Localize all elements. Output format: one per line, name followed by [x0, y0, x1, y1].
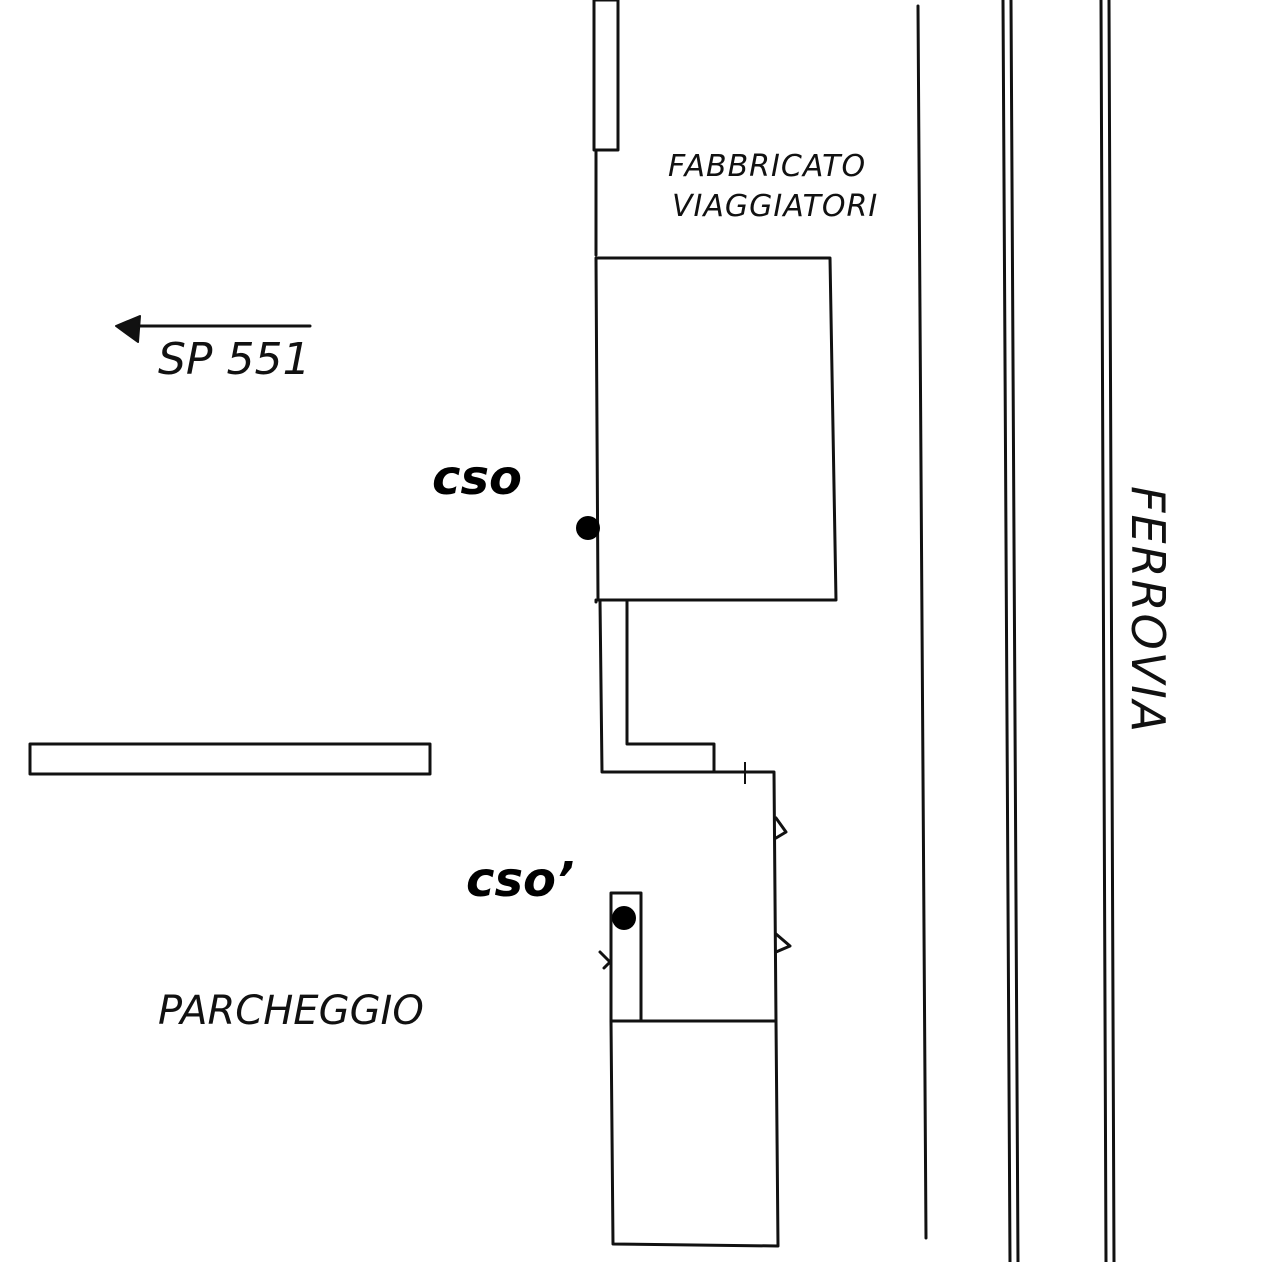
marker-cso-prime: cso’	[466, 852, 636, 930]
road-arrow-icon	[115, 315, 312, 343]
passenger-building	[594, 256, 838, 602]
lower-building	[609, 1019, 780, 1248]
marker-cso-dot	[576, 516, 600, 540]
parking-label: PARCHEGGIO	[158, 988, 424, 1034]
marker-cso-prime-label: cso’	[466, 852, 574, 908]
marker-cso-label: cso	[432, 450, 522, 506]
marker-cso: cso	[432, 450, 600, 540]
railway-track	[992, 0, 1118, 1262]
platform-edge	[916, 4, 928, 1240]
road-label: SP 551	[158, 334, 310, 385]
building-label-line1: FABBRICATO	[668, 149, 866, 184]
left-wall	[28, 742, 432, 776]
railway-label: FERROVIA	[1121, 486, 1175, 734]
top-pillar	[592, 0, 620, 152]
l-shaped-wall	[598, 598, 716, 774]
marker-cso-prime-dot	[612, 906, 636, 930]
building-label-line2: VIAGGIATORI	[672, 189, 878, 224]
